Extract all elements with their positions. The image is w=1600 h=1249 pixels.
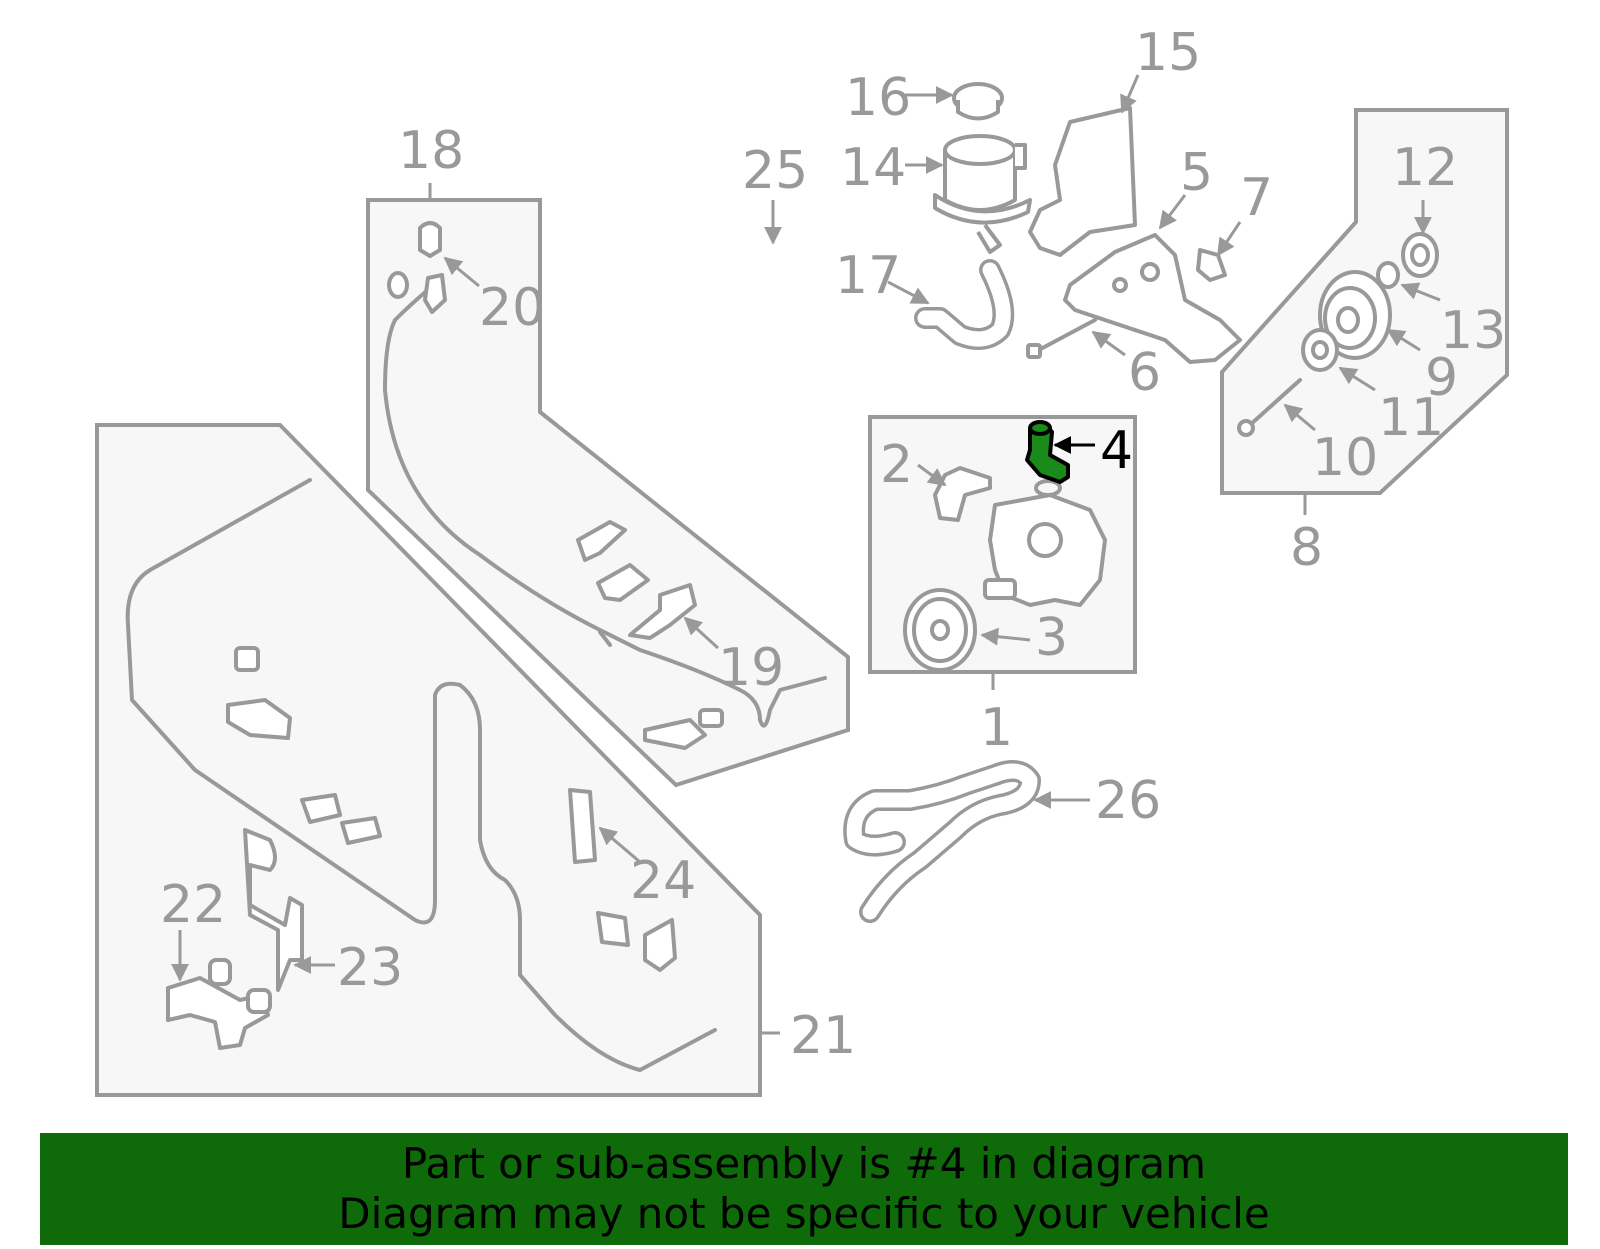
panel-18: [366, 198, 850, 788]
callout-9: 9: [1425, 348, 1458, 408]
banner-line-1: Part or sub-assembly is #4 in diagram: [401, 1139, 1207, 1188]
callout-20: 20: [479, 278, 545, 338]
info-banner: Part or sub-assembly is #4 in diagram Di…: [40, 1133, 1568, 1245]
callout-25: 25: [742, 141, 808, 201]
highlighted-part-4[interactable]: [1025, 420, 1070, 484]
callout-14: 14: [840, 138, 906, 198]
panel-21: [95, 423, 762, 1097]
callout-2: 2: [880, 435, 913, 495]
callout-5: 5: [1180, 143, 1213, 203]
callout-23: 23: [337, 938, 403, 998]
panel-8: [1220, 108, 1509, 495]
plate-7: [1196, 248, 1227, 282]
hose-25: [668, 244, 774, 474]
callout-8: 8: [1290, 518, 1323, 578]
bracket-15: [1028, 106, 1137, 257]
callout-26: 26: [1095, 771, 1161, 831]
callout-7: 7: [1240, 168, 1273, 228]
callout-19: 19: [718, 638, 784, 698]
leader-lines: [171, 74, 1441, 1035]
callout-labels: 18 20 25 16 14 15 17 5 7 6 12 13 9 11 10…: [160, 23, 1506, 1066]
reservoir-14: [933, 82, 1032, 254]
banner-line-2: Diagram may not be specific to your vehi…: [338, 1189, 1270, 1238]
callout-10: 10: [1312, 428, 1378, 488]
hose-17: [914, 259, 1015, 350]
callout-12: 12: [1392, 138, 1458, 198]
callout-4: 4: [1100, 421, 1133, 481]
callout-21: 21: [790, 1006, 856, 1066]
hose-26: [843, 760, 1041, 923]
panel-1: [868, 415, 1137, 674]
callout-18: 18: [398, 121, 464, 181]
callout-15: 15: [1135, 23, 1201, 83]
callout-3: 3: [1035, 608, 1068, 668]
callout-11: 11: [1378, 388, 1444, 448]
callout-17: 17: [835, 246, 901, 306]
callout-13: 13: [1440, 301, 1506, 361]
callout-1: 1: [980, 698, 1013, 758]
callout-24: 24: [630, 851, 696, 911]
callout-6: 6: [1128, 343, 1161, 403]
bolt-6: [1026, 318, 1097, 359]
callout-16: 16: [845, 68, 911, 128]
bracket-5: [1063, 233, 1242, 364]
callout-22: 22: [160, 875, 226, 935]
